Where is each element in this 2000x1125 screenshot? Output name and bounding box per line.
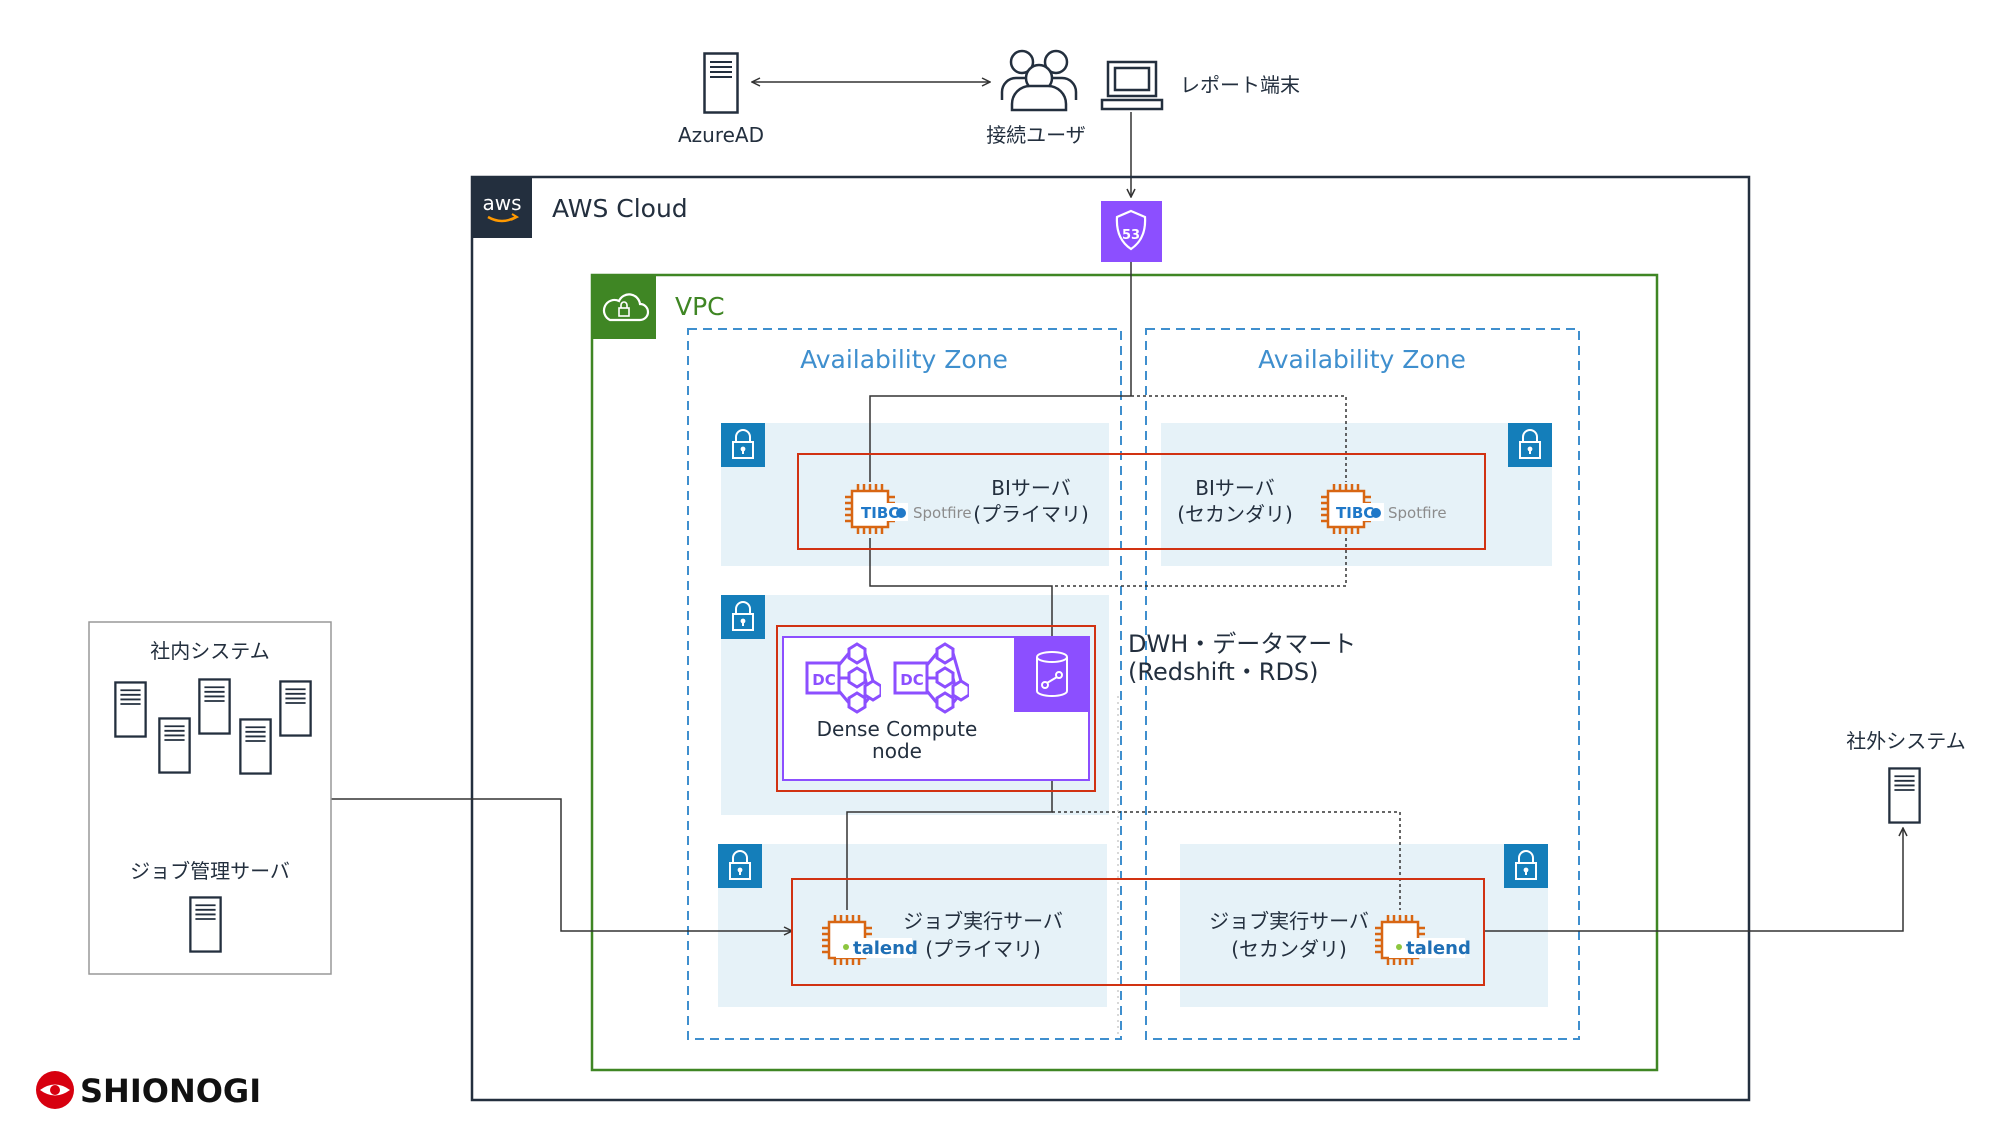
- availability-zone-left: [687, 328, 1122, 1040]
- vpc-badge: [592, 275, 656, 339]
- subnet-bi-right-lock-icon: [1508, 423, 1552, 467]
- shionogi-wordmark: SHIONOGI: [80, 1072, 261, 1110]
- shionogi-logo: SHIONOGI: [36, 1071, 261, 1110]
- bi-primary-label-line1: BIサーバ: [991, 476, 1070, 500]
- vpc-title: VPC: [675, 292, 725, 321]
- laptop-icon: [1100, 60, 1164, 111]
- bi-primary-dwh-line: [869, 538, 1053, 637]
- subnet-dwh-lock-icon: [721, 595, 765, 639]
- subnet-job-right-lock-icon: [1504, 844, 1548, 888]
- bi-secondary-label-line1: BIサーバ: [1195, 476, 1274, 500]
- job-secondary-label-line1: ジョブ実行サーバ: [1209, 909, 1369, 933]
- aws-logo-icon: aws: [482, 191, 521, 215]
- bi-secondary-dwh-line: [1052, 538, 1347, 587]
- azure-ad: AzureAD: [678, 52, 764, 147]
- bi-server-group: [797, 453, 1486, 550]
- tibco-dot-icon: [896, 508, 906, 518]
- aws-cloud-title: AWS Cloud: [552, 194, 688, 223]
- subnet-bi-left: [721, 423, 1109, 566]
- job-server-primary: talend ジョブ実行サーバ (プライマリ): [820, 909, 1063, 967]
- subnet-job-left-lock-icon: [718, 844, 762, 888]
- job-primary-label-line2: (プライマリ): [925, 937, 1041, 961]
- subnet-job-left: [718, 844, 1107, 1007]
- azure-ad-label: AzureAD: [678, 123, 764, 147]
- bi-secondary-label-line2: (セカンダリ): [1177, 502, 1293, 526]
- job-server-secondary: ジョブ実行サーバ (セカンダリ) talend: [1209, 909, 1471, 967]
- dc-label-1: DC: [812, 671, 835, 689]
- dwh-job-secondary-line: [1052, 811, 1401, 910]
- internal-job-arrow: [331, 798, 792, 931]
- subnet-job-right: [1180, 844, 1548, 1007]
- external-system-label: 社外システム: [1846, 729, 1965, 753]
- redshift-db-icon: [1036, 651, 1068, 697]
- dwh-label-line1: DWH・データマート: [1128, 630, 1356, 658]
- connected-user: 接続ユーザ: [986, 49, 1086, 147]
- internal-server-icon: [158, 717, 191, 774]
- internal-system-label: 社内システム: [150, 639, 269, 663]
- job-secondary-label-line2: (セカンダリ): [1231, 937, 1347, 961]
- talend-dot-icon: [1396, 944, 1402, 950]
- spotfire-logo-text: Spotfire: [913, 504, 972, 522]
- job-mgmt-server-icon: [189, 896, 222, 953]
- report-terminal: レポート端末: [1100, 60, 1300, 111]
- availability-zone-left-label: Availability Zone: [800, 345, 1008, 374]
- talend-logo-text: talend: [1406, 938, 1471, 959]
- dc-label-2: DC: [900, 671, 923, 689]
- internal-server-icon: [239, 718, 272, 775]
- tibco-logo-text: TIBC: [861, 504, 899, 522]
- tibco-dot-icon: [1371, 508, 1381, 518]
- route53-label: 53: [1122, 228, 1140, 243]
- internal-server-icon: [198, 678, 231, 735]
- talend-dot-icon: [843, 944, 849, 950]
- job-mgmt-server-label: ジョブ管理サーバ: [130, 859, 290, 883]
- bi-server-primary: TIBC Spotfire BIサーバ (プライマリ): [843, 476, 1089, 536]
- vpc-boundary: [590, 273, 1659, 1072]
- connected-user-label: 接続ユーザ: [986, 123, 1086, 147]
- bi-server-secondary: BIサーバ (セカンダリ) TIBC Spotfire: [1177, 476, 1447, 536]
- cloud-lock-icon: [602, 293, 650, 322]
- dwh-label-line2: (Redshift・RDS): [1128, 658, 1319, 686]
- aws-cloud-boundary: [470, 175, 1751, 1102]
- bi-primary-label-line2: (プライマリ): [973, 502, 1089, 526]
- report-terminal-label: レポート端末: [1180, 73, 1300, 97]
- route53: 53: [1101, 201, 1162, 262]
- aws-badge: aws: [472, 177, 532, 238]
- route53-shield-icon: [1115, 209, 1147, 251]
- redshift-service: [1014, 637, 1089, 712]
- users-icon: [1000, 49, 1078, 112]
- availability-zone-right: [1145, 328, 1580, 1040]
- job-external-arrow: [1484, 828, 1903, 932]
- external-server-icon: [1888, 767, 1921, 824]
- job-primary-label-line1: ジョブ実行サーバ: [903, 909, 1063, 933]
- subnet-bi-left-lock-icon: [721, 423, 765, 467]
- internal-server-icon: [279, 680, 312, 737]
- tibco-logo-text: TIBC: [1336, 504, 1374, 522]
- dwh-group: [776, 625, 1096, 792]
- internal-server-icon: [114, 681, 147, 738]
- talend-logo-text: talend: [853, 938, 918, 959]
- job-server-group: [791, 878, 1485, 986]
- spotfire-logo-text: Spotfire: [1388, 504, 1447, 522]
- dense-compute-label-line2: node: [872, 739, 922, 763]
- azure-ad-server-icon: [703, 52, 739, 114]
- dense-compute-label-line1: Dense Compute: [817, 717, 978, 741]
- availability-zone-right-label: Availability Zone: [1258, 345, 1466, 374]
